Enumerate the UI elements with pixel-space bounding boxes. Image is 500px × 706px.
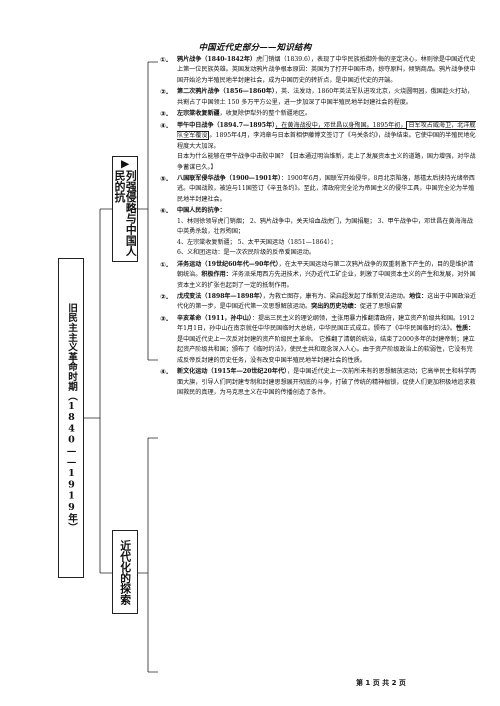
item-text: 虎门销烟（1839.6），表现了中华民族抵御外侮的坚定决心，林则徐是中国近代史上… xyxy=(177,56,476,84)
item-number: ③. xyxy=(160,110,169,119)
item-text: 是中国近代史上一次反对封建的资产阶级民主革命。 它推翻了清朝的统治，结束了200… xyxy=(177,335,475,364)
item-text: ，在太平天国运动与第二次鸦片战争的双重刺激下产生的，目的是维护清朝统治。 xyxy=(177,260,474,279)
item-number: ②. xyxy=(160,88,169,97)
item-number: ⑤. xyxy=(160,174,169,183)
main-bracket xyxy=(84,208,112,574)
item-number: ⑥. xyxy=(160,207,169,216)
era-label: 旧民主主义革命时期（1840——1919年） xyxy=(58,258,84,578)
list-item: ①. 鸦片战争（1840-1842年）虎门销烟（1839.6），表现了中华民族抵… xyxy=(160,55,478,86)
item-heading: 洋务运动（19世纪60年代—90年代） xyxy=(177,260,279,268)
item-number: ④. xyxy=(160,121,169,130)
item-text: ：提出三民主义的理论纲领，主张用暴力推翻清政府，建立资产阶级共和国。1912年1… xyxy=(177,314,475,333)
item-text: ，英、法发动，1860年英法军队进攻北京，火烧圆明园，俄国趁火打劫，共割占了中国… xyxy=(177,88,474,106)
item-keyword: 地位： xyxy=(408,292,428,300)
list-item: ④. 新文化运动（1915年—20世纪20年代），是中国近代史上一次前所未有的思… xyxy=(160,367,478,398)
item-number: ①. xyxy=(160,260,169,269)
item-heading: 鸦片战争（1840-1842年） xyxy=(177,56,257,63)
item-text: ，为救亡图存，康有为、梁启超发起了维新变法运动。 xyxy=(262,292,409,300)
section2-label: 近代化的探索 xyxy=(112,530,138,614)
section2-bracket xyxy=(138,437,158,673)
page-title: 中国近代史部分——知识结构 xyxy=(198,42,312,52)
item-text: ，收复除伊犁外的整个新疆地区。 xyxy=(219,110,312,118)
item-text: 洋务派采用西方先进技术，兴办近代工矿企业，刺激了中国资本主义的产生和发展，对外国… xyxy=(177,271,476,289)
section1-label-text: 列强侵略与中国人民的抗 xyxy=(113,170,138,257)
item-line: 4、左宗棠收复新疆； 5、太平天国运动（1851—1864）； xyxy=(177,238,337,246)
item-keyword: 性质： xyxy=(455,325,475,333)
item-heading: 辛亥革命（1911，孙中山） xyxy=(177,314,252,322)
list-item: ②. 第二次鸦片战争（1856—1860年），英、法发动，1860年英法军队进攻… xyxy=(160,87,478,108)
list-item: ①. 洋务运动（19世纪60年代—90年代），在太平天国运动与第二次鸦片战争的双… xyxy=(160,260,478,291)
item-text-boxed: 日军攻占威海卫，北洋舰队全军覆没 xyxy=(177,120,476,141)
item-keyword: 积极作用： xyxy=(201,271,232,279)
item-line: 6、义和团运动：是一次农民阶级的反帝爱国运动。 xyxy=(177,249,315,257)
list-item: ③. 左宗棠收复新疆，收复除伊犁外的整个新疆地区。 xyxy=(160,109,478,119)
item-heading: 甲午中日战争（1894.7—1895年） xyxy=(177,121,276,129)
item-heading: 第二次鸦片战争（1856—1860年） xyxy=(177,88,275,96)
list-item: ④. 甲午中日战争（1894.7—1895年），在黄海战役中，邓世昌以身殉国。1… xyxy=(160,120,478,173)
item-heading: 左宗棠收复新疆 xyxy=(177,110,220,118)
item-keyword: 突出的历史功绩： xyxy=(311,303,360,311)
item-text: ，是中国近代史上一次前所未有的思想解放运动；它高举民主和科学两面大旗，引导人们同… xyxy=(177,368,476,397)
item-heading: 新文化运动（1915年—20世纪20年代） xyxy=(177,368,288,376)
item-number: ③. xyxy=(160,314,169,323)
item-text: 促进了思想启蒙 xyxy=(359,303,403,311)
item-number: ②. xyxy=(160,292,169,301)
item-line: 1、林则徐领导虎门销烟； 2、鸦片战争中，关天培血战虎门，为国捐躯； 3、甲午战… xyxy=(177,217,473,236)
list-item: ⑥. 中国人民的抗争： 1、林则徐领导虎门销烟； 2、鸦片战争中，关天培血战虎门… xyxy=(160,206,478,258)
item-heading: 中国人民的抗争： xyxy=(177,207,226,215)
item-text: ：1900年6月，国联军开始侵华，8月北京陷落，慈禧太后挟持光绪帝西逃。中国战败… xyxy=(177,174,475,203)
item-text: 这出于中国政治近代化的第一步，是中国近代第一次思想解放运动。 xyxy=(177,292,476,311)
list-item: ③. 辛亥革命（1911，孙中山）：提出三民主义的理论纲领，主张用暴力推翻清政府… xyxy=(160,314,478,366)
content-body: ①. 鸦片战争（1840-1842年）虎门销烟（1839.6），表现了中华民族抵… xyxy=(160,55,478,399)
bullet-arrow-icon: ▶ xyxy=(118,157,132,170)
item-number: ④. xyxy=(160,368,169,377)
item-heading: 戊戌变法（1898年—1898年） xyxy=(177,292,263,300)
item-number: ①. xyxy=(160,56,169,64)
item-heading: 八国联军侵华战争（1900—1901年） xyxy=(177,174,281,182)
list-item: ②. 戊戌变法（1898年—1898年），为救亡图存，康有为、梁启超发起了维新变… xyxy=(160,292,478,313)
item-text: ，在黄海战役中，邓世昌以身殉国。1895年初， xyxy=(275,121,407,129)
page-footer: 第 1 页 共 2 页 xyxy=(356,679,406,687)
section1-label: ▶列强侵略与中国人民的抗 xyxy=(112,156,138,262)
item-note: 日本为什么能够在甲午战争中击败中国？【日本通过明治维新，走上了发展资本主义的道路… xyxy=(177,153,476,171)
section1-bracket xyxy=(138,61,158,361)
list-item: ⑤. 八国联军侵华战争（1900—1901年）：1900年6月，国联军开始侵华，… xyxy=(160,174,478,205)
item-text: 。1895年4月，李鸿章与日本首相伊藤博文签订了《马关条约》，战争结束。它使中国… xyxy=(177,132,476,150)
